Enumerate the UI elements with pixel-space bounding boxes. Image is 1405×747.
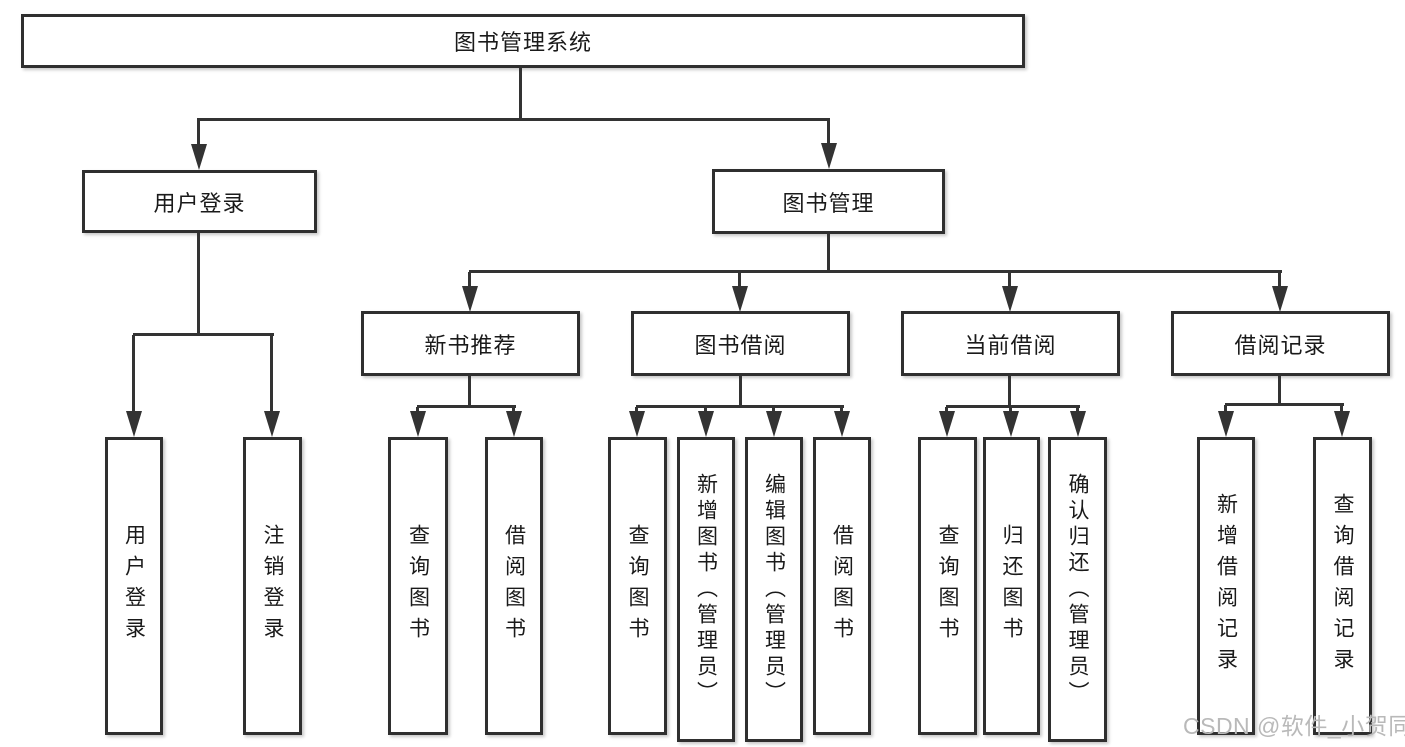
leaf-confirm-return-admin: 确认归还（管理员） — [1048, 437, 1107, 742]
leaf-user-login-label: 用户登录 — [122, 524, 146, 648]
leaf-return-book-label: 归还图书 — [1000, 524, 1023, 648]
node-user-login-label: 用户登录 — [153, 190, 246, 216]
connector-line — [1278, 376, 1281, 405]
connector-line — [417, 405, 516, 408]
node-new-book-recommend-label: 新书推荐 — [424, 332, 517, 358]
leaf-edit-book-admin-label: 编辑图书（管理员） — [762, 472, 786, 707]
connector-line — [469, 270, 1282, 273]
connector-line — [1278, 272, 1281, 292]
leaf-query-book-1: 查询图书 — [388, 437, 448, 735]
arrow-down-icon — [126, 411, 142, 437]
leaf-edit-book-admin: 编辑图书（管理员） — [745, 437, 803, 742]
leaf-logout: 注销登录 — [243, 437, 302, 735]
connector-line — [197, 233, 200, 336]
node-current-borrow: 当前借阅 — [901, 311, 1120, 376]
node-root-label: 图书管理系统 — [453, 30, 592, 55]
leaf-query-borrow-record-label: 查询借阅记录 — [1331, 493, 1354, 679]
node-book-management-label: 图书管理 — [782, 190, 875, 216]
arrow-down-icon — [264, 411, 280, 437]
arrow-down-icon — [821, 143, 837, 169]
leaf-query-book-3: 查询图书 — [918, 437, 977, 735]
leaf-query-book-2-label: 查询图书 — [626, 524, 649, 648]
leaf-add-borrow-record: 新增借阅记录 — [1197, 437, 1255, 735]
leaf-query-book-1-label: 查询图书 — [406, 524, 430, 648]
node-book-borrow-label: 图书借阅 — [694, 332, 787, 358]
node-current-borrow-label: 当前借阅 — [964, 332, 1057, 358]
arrow-down-icon — [1002, 286, 1018, 312]
arrow-down-icon — [462, 286, 478, 312]
leaf-add-book-admin-label: 新增图书（管理员） — [694, 472, 718, 707]
arrow-down-icon — [506, 411, 522, 437]
connector-line — [1008, 376, 1011, 407]
node-new-book-recommend: 新书推荐 — [361, 311, 580, 376]
connector-line — [827, 120, 830, 150]
connector-line — [468, 272, 471, 292]
leaf-add-borrow-record-label: 新增借阅记录 — [1214, 493, 1238, 679]
leaf-return-book: 归还图书 — [983, 437, 1040, 735]
connector-line — [946, 405, 1080, 408]
connector-line — [738, 272, 741, 292]
arrow-down-icon — [732, 286, 748, 312]
connector-line — [519, 68, 522, 120]
connector-line — [270, 335, 273, 417]
arrow-down-icon — [410, 411, 426, 437]
leaf-borrow-book-2: 借阅图书 — [813, 437, 871, 735]
arrow-down-icon — [191, 144, 207, 170]
connector-line — [1008, 272, 1011, 292]
leaf-query-book-3-label: 查询图书 — [936, 524, 959, 648]
arrow-down-icon — [1334, 411, 1350, 437]
connector-line — [133, 333, 274, 336]
connector-line — [739, 376, 742, 407]
connector-line — [132, 335, 135, 417]
node-root: 图书管理系统 — [21, 14, 1025, 68]
leaf-borrow-book-2-label: 借阅图书 — [830, 524, 854, 648]
node-borrow-records: 借阅记录 — [1171, 311, 1390, 376]
leaf-borrow-book-1: 借阅图书 — [485, 437, 543, 735]
connector-line — [468, 376, 471, 407]
arrow-down-icon — [834, 411, 850, 437]
leaf-confirm-return-admin-label: 确认归还（管理员） — [1066, 472, 1089, 707]
arrow-down-icon — [1272, 286, 1288, 312]
node-book-borrow: 图书借阅 — [631, 311, 850, 376]
leaf-borrow-book-1-label: 借阅图书 — [502, 524, 526, 648]
arrow-down-icon — [629, 411, 645, 437]
node-user-login: 用户登录 — [82, 170, 317, 233]
leaf-user-login: 用户登录 — [105, 437, 163, 735]
arrow-down-icon — [698, 411, 714, 437]
connector-line — [197, 120, 200, 150]
watermark: CSDN @软件_小贺同学 — [1183, 713, 1405, 739]
leaf-query-borrow-record: 查询借阅记录 — [1313, 437, 1372, 735]
connector-line — [636, 405, 844, 408]
arrow-down-icon — [939, 411, 955, 437]
leaf-add-book-admin: 新增图书（管理员） — [677, 437, 735, 742]
node-borrow-records-label: 借阅记录 — [1234, 332, 1327, 358]
arrow-down-icon — [766, 411, 782, 437]
node-book-management: 图书管理 — [712, 169, 945, 234]
connector-line — [827, 234, 830, 272]
arrow-down-icon — [1070, 411, 1086, 437]
connector-line — [1225, 403, 1344, 406]
arrow-down-icon — [1218, 411, 1234, 437]
leaf-query-book-2: 查询图书 — [608, 437, 667, 735]
connector-line — [197, 118, 830, 121]
leaf-logout-label: 注销登录 — [261, 524, 284, 648]
arrow-down-icon — [1003, 411, 1019, 437]
